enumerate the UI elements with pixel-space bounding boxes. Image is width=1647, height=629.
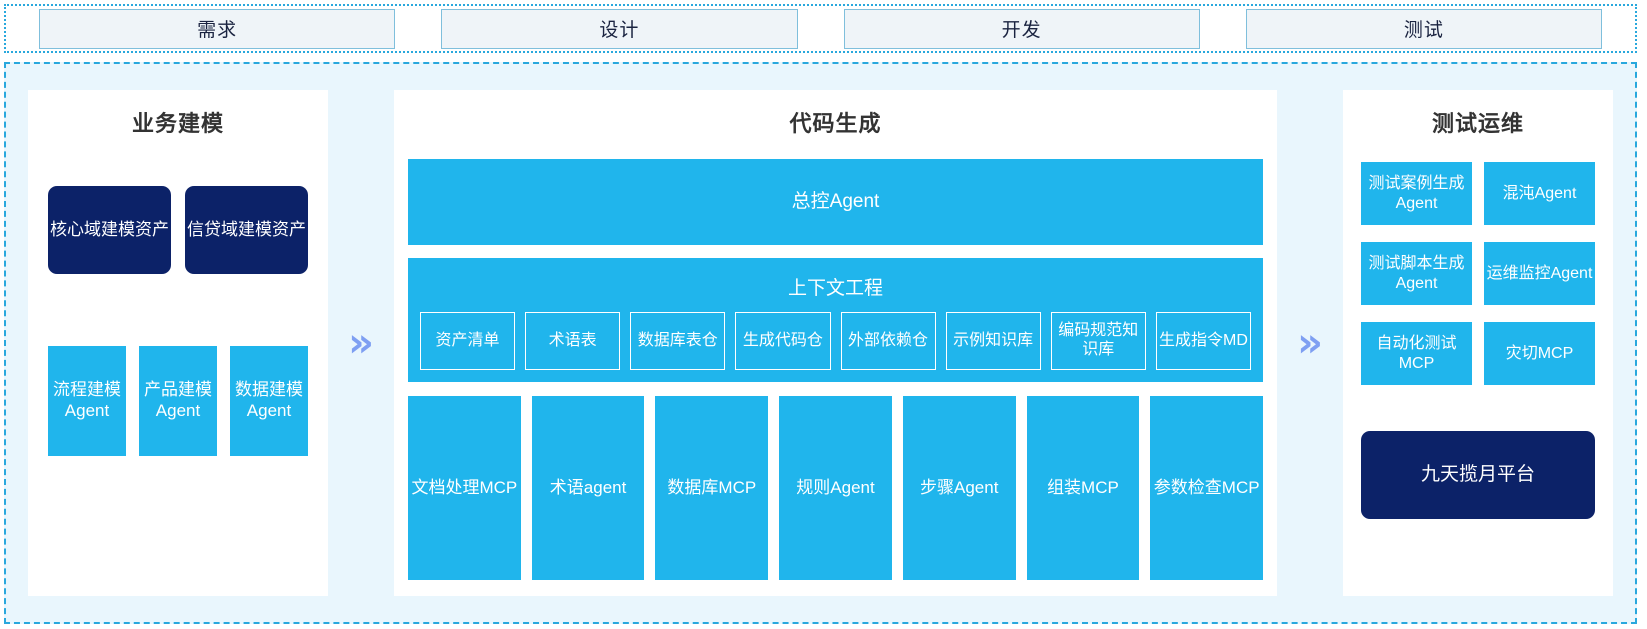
context-chip-generation-instruction-md[interactable]: 生成指令MD	[1155, 312, 1251, 370]
flow-arrow-left: »	[328, 90, 394, 596]
tile-label: 产品建模Agent	[144, 380, 212, 420]
tile-label: 规则Agent	[796, 477, 875, 497]
tile-label: 术语agent	[549, 477, 627, 497]
tile-label: 参数检查MCP	[1153, 477, 1260, 497]
chip-label: 术语表	[548, 331, 597, 349]
panel-business-modeling: 业务建模 核心域建模资产 信贷域建模资产 流程建模Agent 产品建模Agent…	[28, 90, 328, 596]
tile-label: 核心域建模资产	[50, 219, 169, 239]
agent-product-modeling[interactable]: 产品建模Agent	[139, 346, 217, 456]
context-chip-external-dependency-repo[interactable]: 外部依赖仓	[840, 312, 936, 370]
platform-wrap: 九天揽月平台	[1357, 431, 1599, 519]
tile-label: 测试脚本生成Agent	[1368, 254, 1465, 292]
chaos-agent[interactable]: 混沌Agent	[1484, 162, 1595, 225]
stage-tab-label: 测试	[1403, 20, 1444, 41]
panel-title: 业务建模	[131, 111, 224, 136]
tile-label: 自动化测试MCP	[1376, 334, 1457, 372]
stage-tab-label: 设计	[599, 20, 640, 41]
tile-label: 组装MCP	[1047, 477, 1119, 497]
panel-test-operations: 测试运维 测试案例生成Agent 混沌Agent 测试脚本生成Agent 运维监…	[1343, 90, 1613, 596]
panel-title: 测试运维	[1431, 111, 1524, 136]
tool-parameter-check-mcp[interactable]: 参数检查MCP	[1150, 396, 1264, 580]
automated-test-mcp[interactable]: 自动化测试MCP	[1361, 322, 1472, 385]
master-control-agent[interactable]: 总控Agent	[408, 159, 1263, 245]
stage-tab-label: 开发	[1001, 20, 1042, 41]
stage-tab-label: 需求	[197, 20, 238, 41]
flow-arrow-right: »	[1277, 90, 1343, 596]
context-chip-asset-list[interactable]: 资产清单	[420, 312, 516, 370]
chip-label: 编码规范知识库	[1058, 322, 1139, 358]
stage-tab-development[interactable]: 开发	[843, 8, 1200, 49]
panel-title: 代码生成	[789, 111, 882, 136]
tool-step-agent[interactable]: 步骤Agent	[902, 396, 1016, 580]
tile-label: 运维监控Agent	[1486, 264, 1593, 282]
stage-strip: 需求 设计 开发 测试	[4, 4, 1637, 53]
agent-process-modeling[interactable]: 流程建模Agent	[48, 346, 126, 456]
test-ops-grid: 测试案例生成Agent 混沌Agent 测试脚本生成Agent 运维监控Agen…	[1357, 162, 1599, 385]
tool-document-processing-mcp[interactable]: 文档处理MCP	[408, 396, 521, 580]
tile-label: 九天揽月平台	[1420, 464, 1535, 486]
tool-rule-agent[interactable]: 规则Agent	[779, 396, 892, 580]
chip-label: 资产清单	[435, 331, 500, 349]
tile-label: 灾切MCP	[1505, 344, 1574, 362]
tile-label: 总控Agent	[791, 191, 880, 213]
panel-code-generation: 代码生成 总控Agent 上下文工程 资产清单 术语表 数据库表仓 生成代码仓	[394, 90, 1277, 596]
asset-credit-domain[interactable]: 信贷域建模资产	[185, 186, 308, 274]
disaster-switch-mcp[interactable]: 灾切MCP	[1484, 322, 1595, 385]
tool-assembly-mcp[interactable]: 组装MCP	[1026, 396, 1140, 580]
tile-label: 步骤Agent	[920, 477, 999, 497]
agent-data-modeling[interactable]: 数据建模Agent	[230, 346, 308, 456]
chip-label: 外部依赖仓	[848, 331, 929, 349]
test-script-generation-agent[interactable]: 测试脚本生成Agent	[1361, 242, 1472, 305]
tool-glossary-agent[interactable]: 术语agent	[531, 396, 645, 580]
tile-label: 流程建模Agent	[53, 380, 121, 420]
context-chip-db-table-repo[interactable]: 数据库表仓	[630, 312, 726, 370]
tile-label: 信贷域建模资产	[187, 219, 306, 239]
tile-label: 数据库MCP	[667, 477, 757, 497]
chip-label: 示例知识库	[953, 331, 1034, 349]
tool-database-mcp[interactable]: 数据库MCP	[655, 396, 769, 580]
ops-monitoring-agent[interactable]: 运维监控Agent	[1484, 242, 1595, 305]
context-engineering-title: 上下文工程	[787, 278, 883, 299]
jiutian-lanyue-platform[interactable]: 九天揽月平台	[1361, 431, 1595, 519]
stage-tab-requirements[interactable]: 需求	[39, 8, 396, 49]
tooling-row: 文档处理MCP 术语agent 数据库MCP 规则Agent 步骤Agent 组…	[408, 396, 1264, 582]
business-agent-row: 流程建模Agent 产品建模Agent 数据建模Agent	[42, 346, 314, 456]
context-engineering-block: 上下文工程 资产清单 术语表 数据库表仓 生成代码仓 外部依赖仓 示	[408, 258, 1263, 382]
test-case-generation-agent[interactable]: 测试案例生成Agent	[1361, 162, 1472, 225]
context-chip-generated-code-repo[interactable]: 生成代码仓	[735, 312, 831, 370]
asset-core-domain[interactable]: 核心域建模资产	[48, 186, 171, 274]
tile-label: 混沌Agent	[1502, 184, 1577, 202]
chip-label: 生成指令MD	[1158, 331, 1248, 349]
chip-label: 数据库表仓	[637, 331, 718, 349]
context-chip-example-knowledge-base[interactable]: 示例知识库	[945, 312, 1041, 370]
context-chip-coding-standard-knowledge-base[interactable]: 编码规范知识库	[1050, 312, 1146, 370]
context-chip-glossary[interactable]: 术语表	[525, 312, 621, 370]
tile-label: 测试案例生成Agent	[1368, 174, 1465, 212]
tile-label: 数据建模Agent	[235, 380, 303, 420]
stage-tab-design[interactable]: 设计	[441, 8, 798, 49]
context-chip-row: 资产清单 术语表 数据库表仓 生成代码仓 外部依赖仓 示例知识库	[420, 312, 1251, 370]
tile-label: 文档处理MCP	[411, 477, 518, 497]
architecture-board: 业务建模 核心域建模资产 信贷域建模资产 流程建模Agent 产品建模Agent…	[4, 62, 1637, 624]
double-chevron-right-icon: »	[348, 320, 374, 366]
business-asset-row: 核心域建模资产 信贷域建模资产	[42, 186, 314, 274]
double-chevron-right-icon: »	[1297, 320, 1323, 366]
chip-label: 生成代码仓	[742, 331, 823, 349]
stage-tab-testing[interactable]: 测试	[1245, 8, 1602, 49]
